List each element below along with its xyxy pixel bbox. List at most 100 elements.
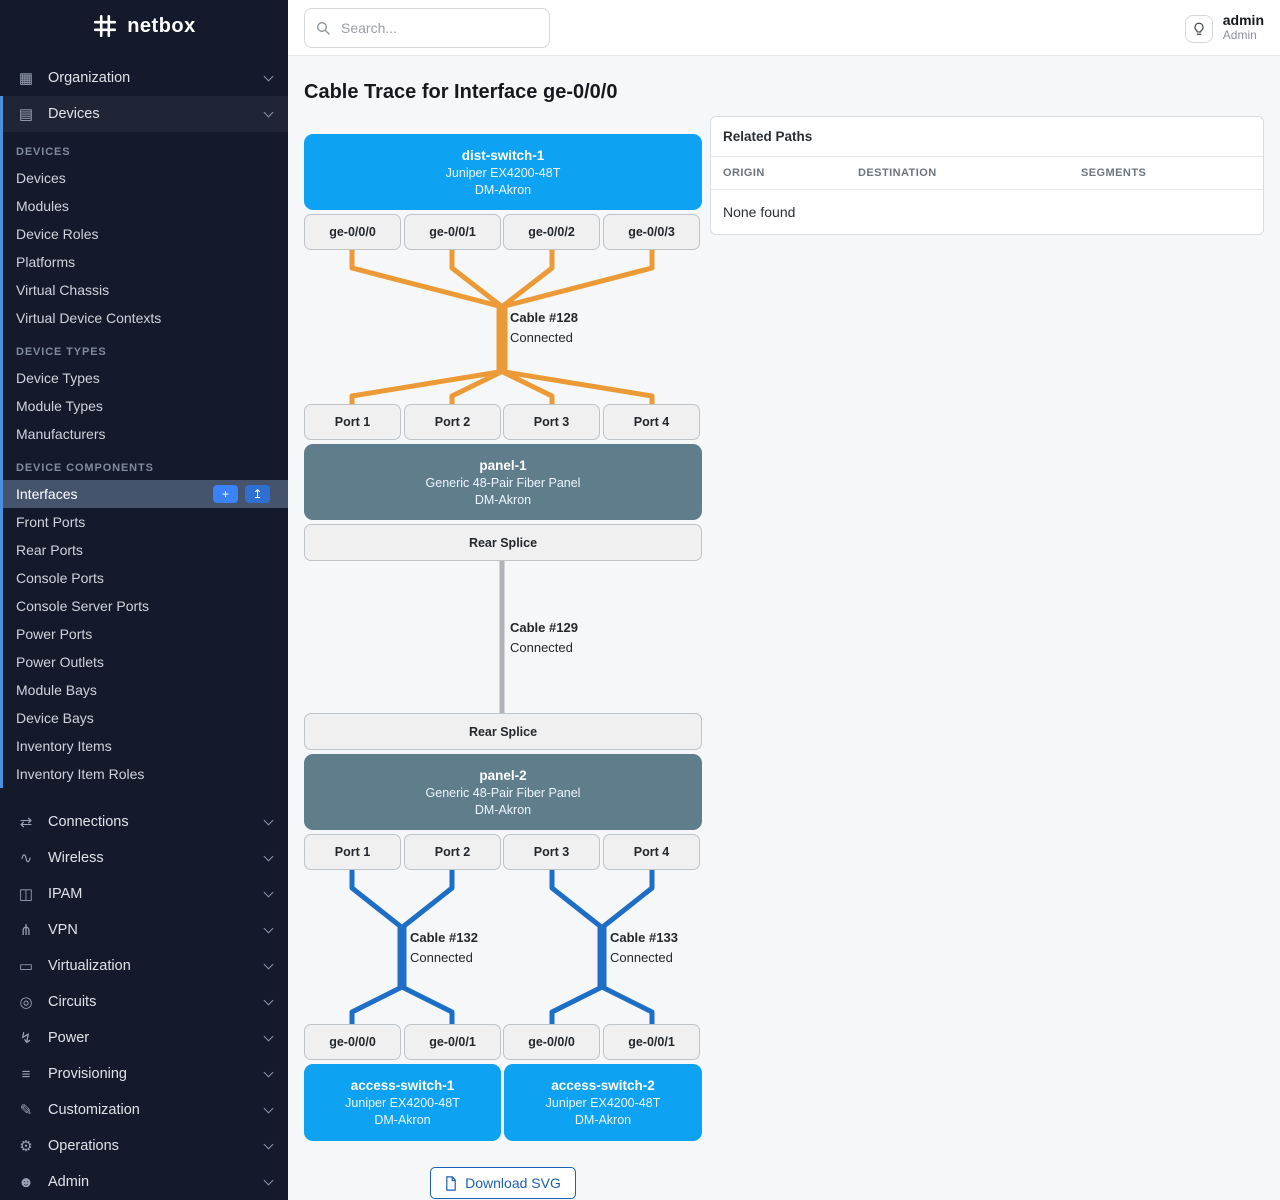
chevron-down-icon (263, 1103, 274, 1113)
cable-129-label[interactable]: Cable #129 Connected (510, 620, 578, 655)
device-name: dist-switch-1 (461, 147, 545, 163)
sidebar-item-label: Customization (48, 1102, 140, 1118)
wireless-icon: ∿ (19, 850, 33, 867)
sidebar-item-inventory-items[interactable]: Inventory Items (16, 738, 112, 754)
operations-icon: ⚙ (19, 1138, 33, 1155)
port-node-panel2-port3[interactable]: Port 3 (503, 834, 600, 870)
import-interfaces-button[interactable]: ↥ (245, 485, 270, 503)
theme-toggle-button[interactable] (1184, 15, 1213, 43)
port-node-panel2-port1[interactable]: Port 1 (304, 834, 401, 870)
sidebar-item-power-ports[interactable]: Power Ports (16, 626, 93, 642)
sidebar-item-provisioning[interactable]: ≡ Provisioning (0, 1056, 288, 1092)
lightbulb-icon (1194, 22, 1204, 35)
port-node-panel2-port4[interactable]: Port 4 (603, 834, 700, 870)
sidebar-item-console-server-ports[interactable]: Console Server Ports (16, 598, 150, 614)
sidebar-item-virtualization[interactable]: ▭ Virtualization (0, 948, 288, 984)
power-icon: ↯ (19, 1030, 33, 1047)
search-input[interactable] (304, 7, 550, 48)
sidebar-item-admin[interactable]: ☻ Admin (0, 1164, 288, 1200)
download-svg-button[interactable]: Download SVG (430, 1167, 576, 1199)
sidebar-item-module-bays[interactable]: Module Bays (16, 682, 97, 698)
sidebar-item-customization[interactable]: ✎ Customization (0, 1092, 288, 1128)
sidebar-item-front-ports[interactable]: Front Ports (16, 514, 86, 530)
sidebar-item-interfaces[interactable]: Interfaces + ↥ (3, 480, 288, 508)
sidebar-item-device-bays[interactable]: Device Bays (16, 710, 94, 726)
sidebar-item-power-outlets[interactable]: Power Outlets (16, 654, 104, 670)
device-node-access-switch-2[interactable]: access-switch-2 Juniper EX4200-48T DM-Ak… (504, 1064, 702, 1141)
interface-node-ge-0-0-2[interactable]: ge-0/0/2 (503, 214, 600, 250)
sidebar-item-wireless[interactable]: ∿ Wireless (0, 840, 288, 876)
user-name: admin (1222, 12, 1264, 28)
sidebar-item-circuits[interactable]: ◎ Circuits (0, 984, 288, 1020)
device-node-panel-1[interactable]: panel-1 Generic 48-Pair Fiber Panel DM-A… (304, 444, 702, 520)
sidebar: netbox ▦ Organization ▤ Devices DEVICES … (0, 0, 288, 1200)
sidebar-bottom-group: ⇄ Connections ∿ Wireless ◫ IPAM ⋔ VPN ▭ (0, 804, 288, 1200)
rear-splice-node-2[interactable]: Rear Splice (304, 713, 702, 750)
sidebar-item-operations[interactable]: ⚙ Operations (0, 1128, 288, 1164)
devices-icon: ▤ (18, 106, 34, 123)
interface-node-ge-0-0-0[interactable]: ge-0/0/0 (304, 214, 401, 250)
sidebar-item-connections[interactable]: ⇄ Connections (0, 804, 288, 840)
sidebar-item-virtual-chassis[interactable]: Virtual Chassis (16, 282, 110, 298)
sidebar-item-vpn[interactable]: ⋔ VPN (0, 912, 288, 948)
device-name: panel-2 (479, 767, 527, 783)
sidebar-item-module-types[interactable]: Module Types (16, 398, 103, 414)
sidebar-item-devices-group[interactable]: ▤ Devices (3, 96, 288, 132)
sidebar-item-organization[interactable]: ▦ Organization (0, 60, 288, 96)
interface-node-ge-0-0-3[interactable]: ge-0/0/3 (603, 214, 700, 250)
device-node-access-switch-1[interactable]: access-switch-1 Juniper EX4200-48T DM-Ak… (304, 1064, 501, 1141)
sidebar-item-ipam[interactable]: ◫ IPAM (0, 876, 288, 912)
sidebar-item-label: Virtualization (48, 958, 131, 974)
sidebar-item-console-ports[interactable]: Console Ports (16, 570, 104, 586)
chevron-down-icon (263, 107, 274, 117)
rear-splice-node-1[interactable]: Rear Splice (304, 524, 702, 561)
interface-node-asw2-ge-0-0-0[interactable]: ge-0/0/0 (503, 1024, 600, 1060)
port-node-panel1-port1[interactable]: Port 1 (304, 404, 401, 440)
related-paths-card: Related Paths ORIGIN DESTINATION SEGMENT… (710, 116, 1264, 235)
add-interface-button[interactable]: + (213, 485, 238, 503)
port-node-panel1-port4[interactable]: Port 4 (603, 404, 700, 440)
device-site: DM-Akron (474, 182, 532, 197)
cable-label: Cable #132 (410, 930, 478, 945)
sidebar-item-devices[interactable]: Devices (16, 170, 66, 186)
device-node-panel-2[interactable]: panel-2 Generic 48-Pair Fiber Panel DM-A… (304, 754, 702, 830)
connections-icon: ⇄ (19, 814, 33, 831)
interface-node-ge-0-0-1[interactable]: ge-0/0/1 (404, 214, 501, 250)
interface-node-asw2-ge-0-0-1[interactable]: ge-0/0/1 (603, 1024, 700, 1060)
sidebar-nav: ▦ Organization ▤ Devices DEVICES Devices… (0, 52, 288, 1200)
cable-label: Cable #128 (510, 310, 578, 325)
port-node-panel1-port3[interactable]: Port 3 (503, 404, 600, 440)
cable-status: Connected (510, 640, 573, 655)
circuits-icon: ◎ (19, 994, 33, 1011)
sidebar-item-virtual-device-contexts[interactable]: Virtual Device Contexts (16, 310, 162, 326)
sidebar-item-platforms[interactable]: Platforms (16, 254, 76, 270)
user-menu[interactable]: admin Admin (1223, 12, 1264, 42)
section-header-device-types: DEVICE TYPES (16, 346, 107, 358)
ipam-icon: ◫ (18, 886, 34, 903)
cable-133-label[interactable]: Cable #133 Connected (610, 930, 678, 965)
device-type: Juniper EX4200-48T (345, 1096, 460, 1110)
port-node-panel1-port2[interactable]: Port 2 (404, 404, 501, 440)
sidebar-item-device-types[interactable]: Device Types (16, 370, 100, 386)
device-node-dist-switch-1[interactable]: dist-switch-1 Juniper EX4200-48T DM-Akro… (304, 134, 702, 210)
netbox-logo[interactable]: netbox (0, 0, 288, 52)
sidebar-item-label: Wireless (48, 850, 104, 866)
netbox-logo-icon (94, 14, 117, 38)
sidebar-item-manufacturers[interactable]: Manufacturers (16, 426, 106, 442)
user-role: Admin (1222, 28, 1257, 42)
cable-132-paths (349, 870, 455, 1024)
sidebar-item-inventory-item-roles[interactable]: Inventory Item Roles (16, 766, 145, 782)
port-node-panel2-port2[interactable]: Port 2 (404, 834, 501, 870)
organization-icon: ▦ (18, 70, 34, 87)
sidebar-item-modules[interactable]: Modules (16, 198, 69, 214)
sidebar-item-device-roles[interactable]: Device Roles (16, 226, 99, 242)
chevron-down-icon (263, 923, 274, 933)
cable-132-label[interactable]: Cable #132 Connected (410, 930, 478, 965)
interface-node-asw1-ge-0-0-0[interactable]: ge-0/0/0 (304, 1024, 401, 1060)
cable-128-label[interactable]: Cable #128 Connected (510, 310, 578, 345)
interface-node-asw1-ge-0-0-1[interactable]: ge-0/0/1 (404, 1024, 501, 1060)
sidebar-item-rear-ports[interactable]: Rear Ports (16, 542, 83, 558)
sidebar-item-power[interactable]: ↯ Power (0, 1020, 288, 1056)
device-site: DM-Akron (474, 802, 532, 817)
sidebar-item-label: Power (48, 1030, 90, 1046)
